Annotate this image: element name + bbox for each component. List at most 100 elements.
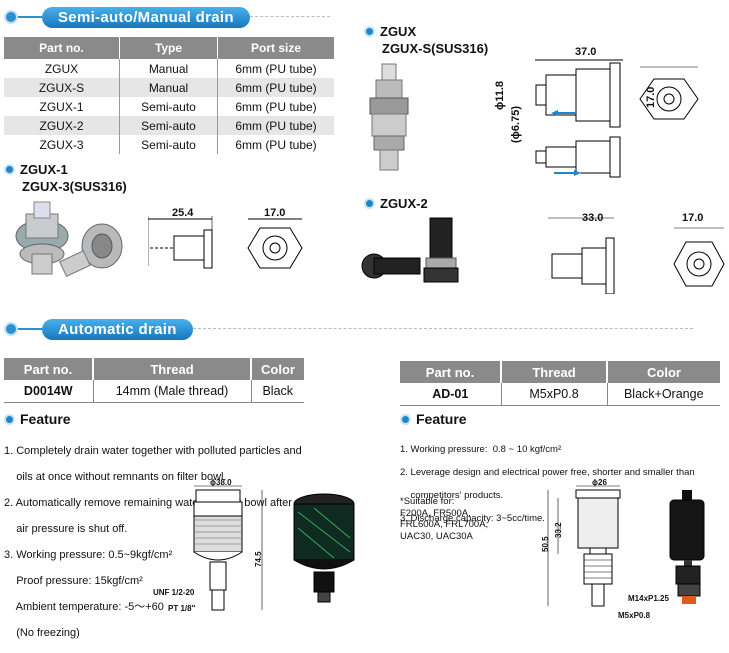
dim-label: 33.0 — [582, 212, 604, 224]
section-title: Automatic drain — [42, 318, 193, 340]
bullet-icon — [4, 164, 15, 175]
section-title: Semi-auto/Manual drain — [42, 6, 250, 28]
cell: ZGUX-S — [4, 78, 120, 97]
feature-item: Ambient temperature: -5～+60 — [4, 601, 164, 613]
feature-item: oils at once without remnants on filter … — [4, 471, 227, 483]
cell: 14mm (Male thread) — [93, 380, 252, 403]
suitable-item: UAC30, UAC30A — [400, 530, 473, 542]
bullet-icon — [400, 413, 411, 425]
col-header: Part no. — [4, 358, 94, 380]
cell: 6mm (PU tube) — [217, 59, 334, 78]
feature-item: Proof pressure: 15kgf/cm² — [4, 575, 143, 587]
d0014w-table: Part no. Thread Color D0014W 14mm (Male … — [4, 358, 304, 403]
feature-item: 3. Working pressure: 0.5~9kgf/cm² — [4, 549, 173, 561]
col-header: Type — [119, 37, 218, 59]
header-divider — [192, 328, 693, 330]
zgux-label: ZGUX — [364, 24, 416, 39]
cell: Manual — [119, 78, 218, 97]
feature-item: 1. Working pressure: 0.8 ~ 10 kgf/cm² — [400, 443, 562, 455]
label-text: ZGUX-1 — [20, 162, 68, 177]
bullet-icon — [4, 413, 15, 425]
feature-left-title: Feature — [4, 411, 71, 427]
cell: AD-01 — [400, 383, 502, 406]
table-row: AD-01 M5xP0.8 Black+Orange — [400, 383, 720, 406]
feature-item: 3. Discharge capacity: 3~5cc/time. — [400, 512, 545, 524]
feature-title: Feature — [416, 411, 467, 427]
feature-right-title: Feature — [400, 411, 467, 427]
cell: Black+Orange — [607, 383, 720, 406]
cell: ZGUX-2 — [4, 116, 120, 135]
section-header-semi-auto: Semi-auto/Manual drain — [4, 6, 330, 28]
label-text: ZGUX-2 — [380, 196, 428, 211]
feature-right-list: 1. Working pressure: 0.8 ~ 10 kgf/cm² 2.… — [400, 432, 725, 536]
feature-item: 1. Completely drain water together with … — [4, 445, 302, 457]
zgux2-label: ZGUX-2 — [364, 196, 428, 211]
dim-label: 17.0 — [645, 86, 657, 108]
bullet-icon — [364, 26, 375, 37]
dim-label: 50.5 — [541, 536, 550, 552]
dim-label: M14xP1.25 — [628, 594, 669, 603]
zgux3-label: ZGUX-3(SUS316) — [22, 179, 127, 194]
dim-label: 17.0 — [264, 207, 286, 219]
header-line — [18, 16, 42, 18]
cell: 6mm (PU tube) — [217, 97, 334, 116]
bullet-icon — [364, 198, 375, 209]
feature-item: (No freezing) — [4, 627, 80, 639]
zgux-s-label: ZGUX-S(SUS316) — [382, 41, 489, 56]
cell: 6mm (PU tube) — [217, 78, 334, 97]
header-line — [18, 328, 42, 330]
col-header: Part no. — [400, 361, 502, 383]
table-row: D0014W 14mm (Male thread) Black — [4, 380, 304, 403]
section-header-automatic: Automatic drain — [4, 318, 693, 340]
zgux1-photo — [15, 201, 123, 277]
cell: 6mm (PU tube) — [217, 135, 334, 154]
cell: ZGUX — [44, 61, 79, 76]
cell: Black — [251, 380, 304, 403]
ad01-drawing — [547, 485, 621, 607]
suitable-item: F200A, FR500A, — [400, 507, 471, 519]
cell: Manual — [119, 59, 218, 78]
suitable-item: *Suitable for: — [400, 496, 455, 507]
zgux1-label: ZGUX-1 — [4, 162, 68, 177]
bullet-icon — [4, 322, 18, 336]
zgux1-drawing — [148, 216, 303, 269]
suitable-list: *Suitable for: F200A, FR500A, FRL600A, F… — [400, 496, 510, 542]
col-header: Port size — [217, 37, 334, 59]
cell: ZGUX-3 — [39, 137, 84, 152]
col-header: Thread — [93, 358, 252, 380]
dim-label: UNF 1/2-20 — [153, 588, 195, 597]
suitable-item: FRL600A, FRL700A, — [400, 519, 489, 530]
zgux2-photo — [361, 217, 459, 283]
cell: M5xP0.8 — [501, 383, 608, 406]
feature-item: competitors' products. — [400, 489, 504, 501]
dim-label: ϕ11.8 — [494, 80, 506, 110]
dim-label: 25.4 — [172, 207, 194, 219]
zgux2-drawing — [548, 217, 725, 294]
col-header: Color — [251, 358, 304, 380]
dim-label: 17.0 — [682, 212, 704, 224]
dim-label: M5xP0.8 — [618, 611, 651, 620]
ad01-table: Part no. Thread Color AD-01 M5xP0.8 Blac… — [400, 361, 720, 406]
cell: 6mm (PU tube) — [217, 116, 334, 135]
feature-item: air pressure is shut off. — [4, 523, 128, 535]
zgux-photo — [369, 63, 409, 171]
dim-label: 33.2 — [554, 522, 563, 538]
col-header: Part no. — [4, 37, 120, 59]
cell: Semi-auto — [119, 116, 218, 135]
dim-label: 37.0 — [575, 46, 597, 58]
col-header: Thread — [501, 361, 608, 383]
feature-item: 2. Leverage design and electrical power … — [400, 466, 695, 478]
label-text: ZGUX — [380, 24, 417, 39]
d0014w-drawing — [193, 485, 263, 611]
ad01-photo — [669, 490, 705, 604]
header-divider — [249, 16, 330, 18]
dim-label: PT 1/8" — [168, 604, 196, 613]
cell: Semi-auto — [119, 135, 218, 154]
d0014w-photo — [293, 493, 355, 603]
feature-title: Feature — [20, 411, 71, 427]
zgux-drawing — [535, 59, 699, 178]
cell: D0014W — [4, 380, 94, 403]
